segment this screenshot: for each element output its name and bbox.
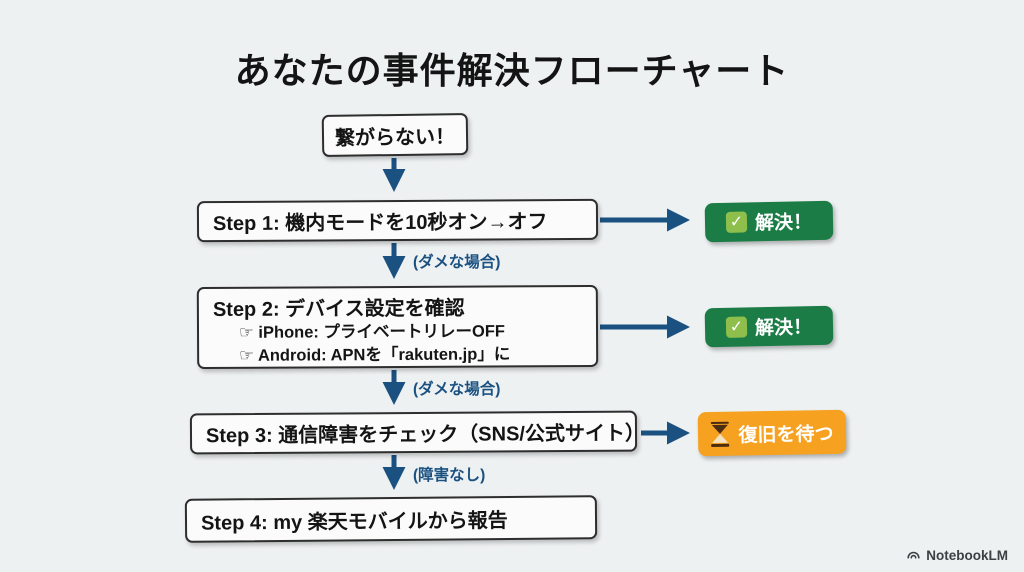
check-icon: ✓	[725, 211, 748, 233]
page-title: あなたの事件解決フローチャート	[234, 50, 790, 91]
branch-label-2: (ダメな場合)	[413, 381, 501, 398]
start-node-label: 繋がらない！	[334, 125, 456, 150]
watermark: NotebookLM	[906, 548, 1008, 563]
step-3-title: Step 3: 通信障害をチェック（SNS/公式サイト）	[205, 422, 645, 448]
step-4-box: Step 4: my 楽天モバイルから報告	[184, 495, 598, 543]
hourglass-icon	[710, 421, 730, 447]
step-2-detail-iphone: ☞ iPhone: プライベートリレーOFF	[238, 322, 506, 342]
step-1-title: Step 1: 機内モードを10秒オン→オフ	[212, 211, 548, 236]
outcome-solved-2: ✓ 解決！	[704, 305, 834, 348]
step-4-title: Step 4: my 楽天モバイルから報告	[200, 509, 508, 535]
check-icon: ✓	[725, 316, 748, 338]
step-2-box: Step 2: デバイス設定を確認 ☞ iPhone: プライベートリレーOFF…	[196, 284, 599, 370]
notebooklm-logo-icon	[907, 551, 920, 559]
watermark-label: NotebookLM	[926, 548, 1008, 563]
step-2-detail-android: ☞ Android: APNを「rakuten.jp」に	[239, 345, 511, 365]
outcome-solved-2-label: 解決！	[754, 317, 813, 340]
outcome-wait: 復旧を待つ	[697, 409, 847, 457]
branch-label-1: (ダメな場合)	[413, 254, 501, 271]
branch-label-3: (障害なし)	[413, 467, 486, 484]
outcome-wait-label: 復旧を待つ	[738, 423, 834, 447]
step-1-box: Step 1: 機内モードを10秒オン→オフ	[196, 198, 599, 243]
outcome-solved-1: ✓ 解決！	[704, 200, 834, 243]
step-2-title: Step 2: デバイス設定を確認	[212, 297, 465, 321]
outcome-solved-1-label: 解決！	[754, 212, 813, 235]
step-3-box: Step 3: 通信障害をチェック（SNS/公式サイト）	[189, 410, 645, 455]
start-node: 繋がらない！	[321, 112, 469, 158]
